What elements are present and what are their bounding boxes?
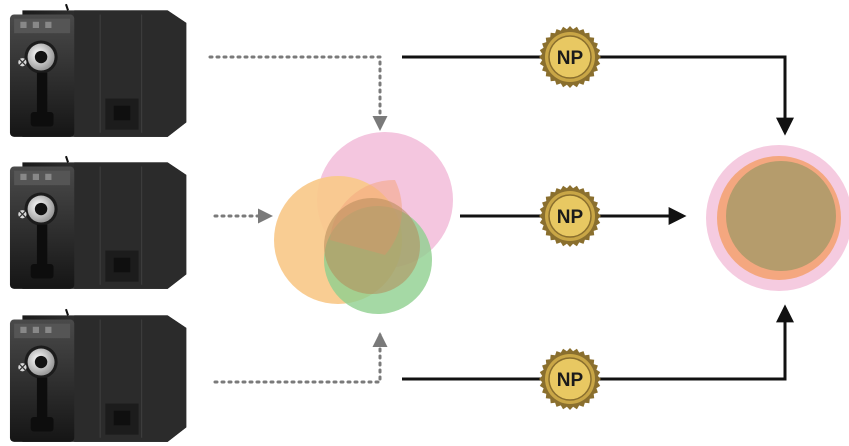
- dotted-arrow-top: [208, 55, 388, 131]
- spectrophotometer-2: [8, 155, 188, 290]
- np-badge-label: NP: [557, 48, 584, 69]
- np-badge-2: NP: [539, 185, 601, 247]
- np-badge-1: NP: [539, 26, 601, 88]
- np-badge-label: NP: [557, 207, 584, 228]
- spectrophotometer-1: [8, 3, 188, 138]
- np-badge-label: NP: [557, 370, 584, 391]
- color-blend-venn: [274, 132, 453, 314]
- result-color-circle: [706, 145, 849, 291]
- dotted-arrow-bottom: [213, 332, 388, 384]
- solid-arrow-bottom: [402, 304, 794, 381]
- spectrophotometer-3: [8, 308, 188, 443]
- result-core: [726, 161, 836, 271]
- solid-arrow-top: [402, 55, 794, 136]
- venn-overlap: [324, 198, 420, 294]
- np-badge-3: NP: [539, 348, 601, 410]
